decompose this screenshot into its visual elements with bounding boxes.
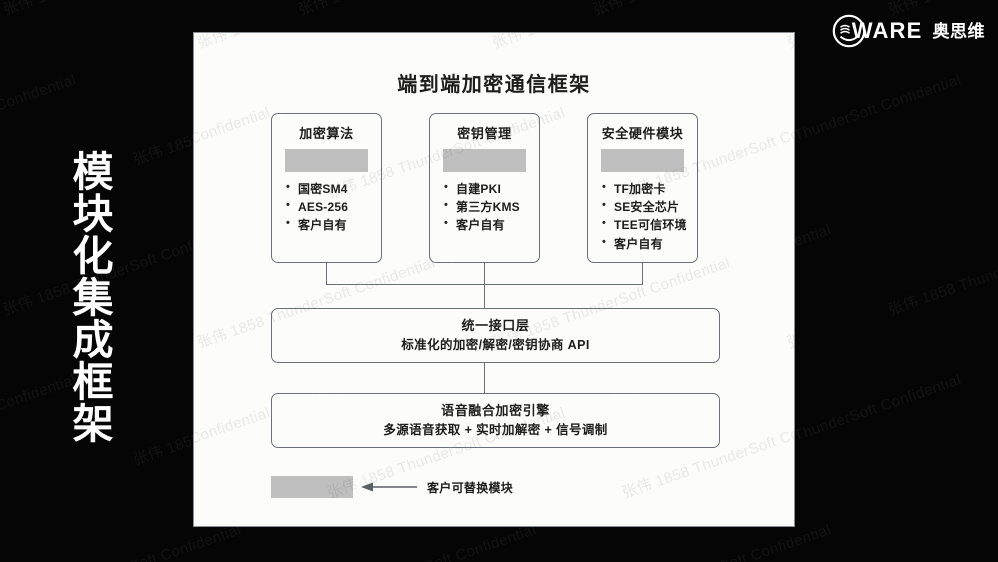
list-item: TF加密卡 — [601, 179, 690, 198]
replaceable-module-bar — [285, 149, 368, 172]
module-card-secure-hardware[interactable]: 安全硬件模块 TF加密卡 SE安全芯片 TEE可信环境 客户自有 — [587, 113, 698, 263]
legend-swatch — [271, 476, 353, 498]
layer-subtitle: 标准化的加密/解密/密钥协商 API — [401, 337, 590, 352]
module-item-list: 自建PKI 第三方KMS 客户自有 — [437, 179, 532, 235]
connector-stub-3 — [642, 263, 644, 285]
module-item-list: TF加密卡 SE安全芯片 TEE可信环境 客户自有 — [595, 179, 690, 253]
diagram-title: 端到端加密通信框架 — [397, 74, 591, 96]
watermark-text: 张伟 1858 ThunderSoft Confidential — [0, 0, 244, 20]
legend-arrow-icon — [361, 482, 417, 492]
module-title: 加密算法 — [299, 126, 354, 141]
brand-logo: WARE 奥思维 — [831, 13, 985, 49]
list-item: SE安全芯片 — [601, 197, 690, 216]
layer-card-unified-interface[interactable]: 统一接口层 标准化的加密/解密/密钥协商 API — [271, 308, 720, 363]
list-item: 第三方KMS — [443, 197, 532, 216]
watermark-text: 张伟 1858 ThunderSoft Confidential — [295, 0, 539, 20]
module-title: 密钥管理 — [457, 126, 512, 141]
watermark-text: 张伟 1858 ThunderSoft Confidential — [590, 0, 834, 20]
replaceable-module-bar — [443, 149, 526, 172]
logo-chinese-name: 奥思维 — [932, 21, 985, 41]
watermark-text: 张伟 1858 ThunderSoft Confidential — [885, 221, 998, 319]
list-item: AES-256 — [285, 197, 374, 216]
watermark-text: 张伟 1858 ThunderSoft Confidential — [885, 518, 998, 562]
module-card-key-management[interactable]: 密钥管理 自建PKI 第三方KMS 客户自有 — [429, 113, 540, 263]
connector-bus-to-interface — [484, 263, 486, 309]
list-item: 国密SM4 — [285, 179, 374, 198]
legend-label: 客户可替换模块 — [427, 480, 514, 495]
legend: 客户可替换模块 — [271, 476, 513, 498]
connector-stub-1 — [326, 263, 328, 285]
layer-card-voice-engine[interactable]: 语音融合加密引擎 多源语音获取 + 实时加解密 + 信号调制 — [271, 393, 720, 448]
module-title: 安全硬件模块 — [601, 126, 684, 141]
list-item: 客户自有 — [285, 215, 374, 234]
list-item: TEE可信环境 — [601, 215, 690, 234]
connector-interface-to-engine — [484, 363, 486, 394]
list-item: 客户自有 — [443, 215, 532, 234]
replaceable-module-bar — [601, 149, 684, 172]
module-item-list: 国密SM4 AES-256 客户自有 — [279, 179, 374, 235]
list-item: 客户自有 — [601, 234, 690, 253]
layer-title: 语音融合加密引擎 — [441, 403, 550, 419]
slide-side-title: 模块化集成框架 — [66, 150, 112, 444]
logo-wordmark: WARE — [851, 18, 923, 43]
layer-subtitle: 多源语音获取 + 实时加解密 + 信号调制 — [383, 422, 608, 437]
sware-circle-logo-icon — [832, 14, 865, 48]
module-card-encryption-algorithm[interactable]: 加密算法 国密SM4 AES-256 客户自有 — [271, 113, 382, 263]
list-item: 自建PKI — [443, 179, 532, 198]
layer-title: 统一接口层 — [461, 318, 530, 334]
